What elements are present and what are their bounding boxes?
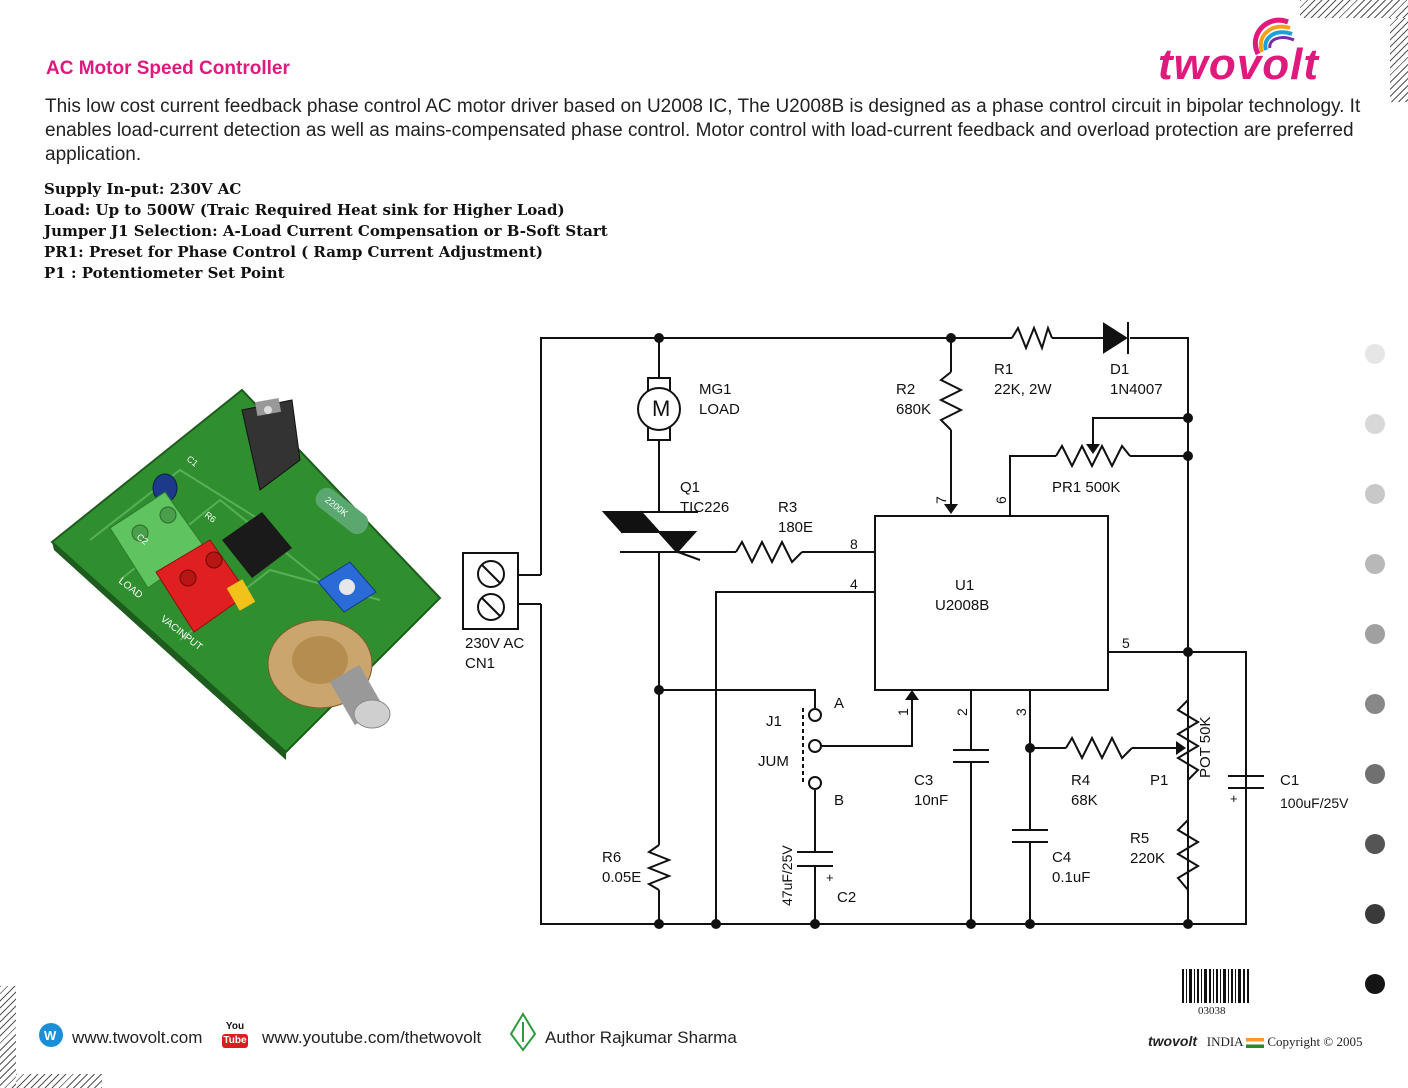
label-c4: C4 xyxy=(1052,849,1071,866)
label-c2: C2 xyxy=(837,889,856,906)
hatch-bottom-edge xyxy=(16,1074,102,1088)
spec-list: Supply In-put: 230V AC Load: Up to 500W … xyxy=(44,179,608,284)
schematic-wires xyxy=(518,337,1247,925)
page-title: AC Motor Speed Controller xyxy=(46,58,290,79)
dot-10 xyxy=(1365,974,1385,994)
side-dot-column xyxy=(1365,344,1385,1044)
intro-paragraph: This low cost current feedback phase con… xyxy=(45,96,1361,165)
label-c4-val: 0.1uF xyxy=(1052,869,1090,886)
label-r1-val: 22K, 2W xyxy=(994,381,1052,398)
hatch-right-edge xyxy=(1390,18,1408,102)
label-r3: R3 xyxy=(778,499,797,516)
dot-6 xyxy=(1365,694,1385,714)
label-mg1: MG1 xyxy=(699,381,732,398)
label-q1: Q1 xyxy=(680,479,700,496)
spec-p1: P1 : Potentiometer Set Point xyxy=(44,264,285,282)
label-cn1: CN1 xyxy=(465,655,495,672)
label-load: LOAD xyxy=(699,401,740,418)
label-u1-val: U2008B xyxy=(935,597,989,614)
label-p1: P1 xyxy=(1150,772,1168,789)
label-r6-val: 0.05E xyxy=(602,869,641,886)
label-r4: R4 xyxy=(1071,772,1090,789)
pin-2: 2 xyxy=(954,708,970,716)
pin-8: 8 xyxy=(850,536,858,552)
label-q1-val: TIC226 xyxy=(680,499,729,516)
label-a: A xyxy=(834,695,844,712)
dot-9 xyxy=(1365,904,1385,924)
barcode-icon xyxy=(1182,969,1249,1003)
label-c3: C3 xyxy=(914,772,933,789)
motor-symbol-label: M xyxy=(652,396,670,421)
label-pr1: PR1 500K xyxy=(1052,479,1120,496)
dot-3 xyxy=(1365,484,1385,504)
label-r1: R1 xyxy=(994,361,1013,378)
pin-4: 4 xyxy=(850,576,858,592)
barcode-number: 03038 xyxy=(1198,1005,1226,1017)
pin-6: 6 xyxy=(993,496,1009,504)
junction-dots xyxy=(654,333,1193,929)
label-r5-val: 220K xyxy=(1130,850,1165,867)
pen-nib-icon xyxy=(509,1012,537,1052)
pin-7: 7 xyxy=(933,496,949,504)
dot-5 xyxy=(1365,624,1385,644)
dot-1 xyxy=(1365,344,1385,364)
label-r6: R6 xyxy=(602,849,621,866)
label-r3-val: 180E xyxy=(778,519,813,536)
hatch-bottom-left xyxy=(0,986,16,1088)
label-b: B xyxy=(834,792,844,809)
twovolt-logo: twovolt xyxy=(1158,40,1319,89)
copyright-icon: © xyxy=(1323,1034,1334,1049)
label-j1: J1 xyxy=(766,713,782,730)
label-c3-val: 10nF xyxy=(914,792,948,809)
youtube-link[interactable]: www.youtube.com/thetwovolt xyxy=(262,1028,482,1047)
label-c2-val: 47uF/25V xyxy=(779,845,795,906)
pin-1: 1 xyxy=(895,708,911,716)
dot-4 xyxy=(1365,554,1385,574)
pin-3: 3 xyxy=(1013,708,1029,716)
website-link[interactable]: www.twovolt.com xyxy=(72,1028,203,1047)
dot-2 xyxy=(1365,414,1385,434)
dot-7 xyxy=(1365,764,1385,784)
label-r4-val: 68K xyxy=(1071,792,1098,809)
logo-swirl-icon xyxy=(1252,17,1295,56)
spec-supply: Supply In-put: 230V AC xyxy=(44,180,242,198)
author-credit: Author Rajkumar Sharma xyxy=(545,1028,737,1047)
svg-text:W: W xyxy=(44,1028,57,1043)
youtube-icon: You Tube xyxy=(222,1021,248,1048)
schematic-labels: M MG1 LOAD R2 680K R1 22K, 2W D1 1N4007 … xyxy=(465,361,1349,906)
label-r5: R5 xyxy=(1130,830,1149,847)
label-cn1-val: 230V AC xyxy=(465,635,524,652)
website-icon: W xyxy=(39,1023,63,1047)
label-c2-plus: + xyxy=(826,870,834,885)
label-c1-val: 100uF/25V xyxy=(1280,795,1349,811)
label-pot: POT 50K xyxy=(1197,717,1214,778)
label-jum: JUM xyxy=(758,753,789,770)
label-d1-val: 1N4007 xyxy=(1110,381,1163,398)
schematic-components xyxy=(462,322,1264,891)
label-u1: U1 xyxy=(955,577,974,594)
dot-8 xyxy=(1365,834,1385,854)
pcb-board-photo: 2200K LOAD VACINPUT R6 C1 C2 xyxy=(50,388,442,760)
label-d1: D1 xyxy=(1110,361,1129,378)
label-r2-val: 680K xyxy=(896,401,931,418)
label-c1: C1 xyxy=(1280,772,1299,789)
copyright-line: twovolt INDIA Copyright © 2005 xyxy=(1148,1033,1363,1049)
label-c1-plus: + xyxy=(1230,791,1238,806)
pin-5: 5 xyxy=(1122,635,1130,651)
label-r2: R2 xyxy=(896,381,915,398)
spec-jumper: Jumper J1 Selection: A-Load Current Comp… xyxy=(44,222,608,240)
spec-load: Load: Up to 500W (Traic Required Heat si… xyxy=(44,201,565,219)
india-flag-icon xyxy=(1246,1038,1265,1049)
spec-pr1: PR1: Preset for Phase Control ( Ramp Cur… xyxy=(44,243,543,261)
hatch-top-right xyxy=(1300,0,1408,18)
